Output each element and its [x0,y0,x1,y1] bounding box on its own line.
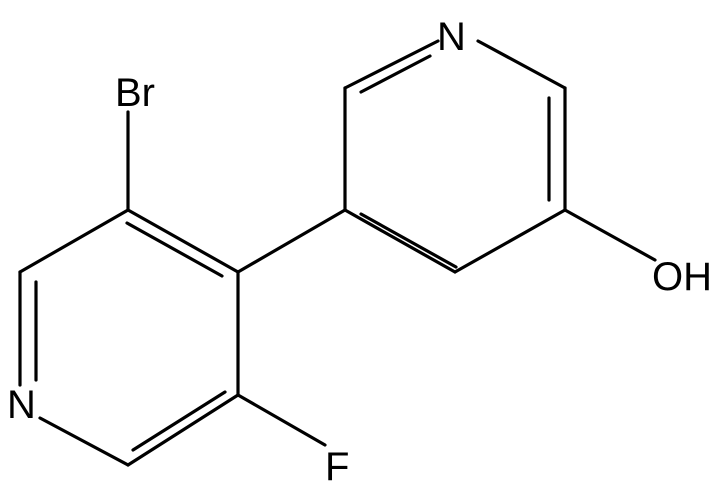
bond-c-bottom-c-oh [453,208,567,274]
atom-label-hydroxyl: OH [652,255,712,299]
bond-c-right-n-top [476,39,567,90]
atom-label-nitrogen-left: N [7,383,36,427]
bond-c-bridge-c-bottom-inner [359,212,458,269]
atom-label-bromine: Br [115,71,155,115]
bond-c-bridge-c-bottom [343,208,457,274]
bond-c-br-c-top [18,208,130,274]
bond-c-biaryl-c-br-inner [125,221,224,278]
bond-c-bottom-c-f [126,393,240,467]
atom-label-nitrogen-top: N [437,15,466,59]
bond-c-bottom-c-f-inner [131,390,227,452]
hydroxypyridine-ring [343,39,657,274]
bond-n-top-c-left-inner [359,54,432,94]
bond-c-biaryl-c-br [126,208,240,274]
bond-c-oh [563,208,657,262]
bromofluoropyridine-ring [18,110,327,467]
bond-c-f [236,393,327,447]
bond-biaryl [236,208,347,274]
bond-n-left-c-bottom [38,416,130,467]
atom-label-fluorine: F [325,445,349,489]
bond-n-top-c-left [343,39,440,90]
